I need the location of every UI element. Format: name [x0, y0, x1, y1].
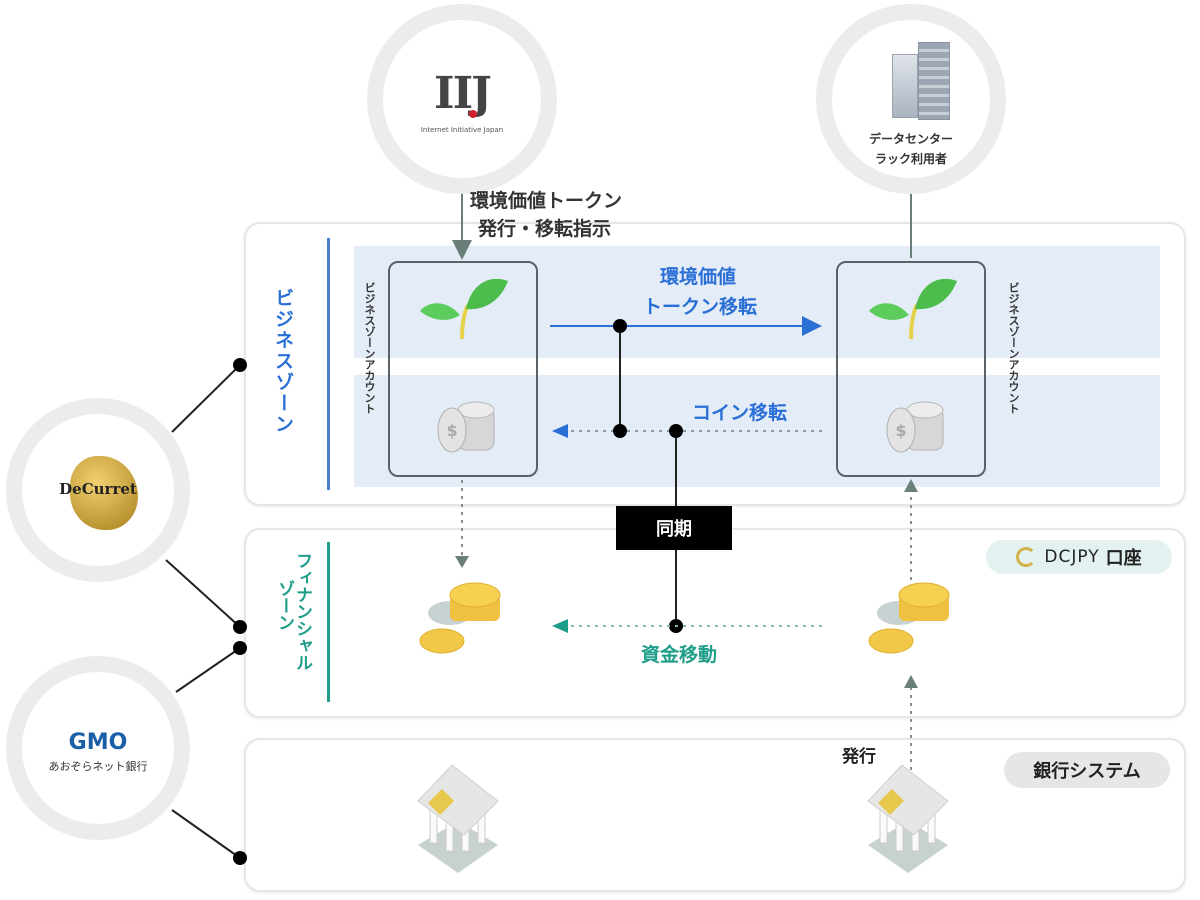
financial-zone-label-col1: フィナンシャル: [292, 552, 312, 671]
dcjpy-suffix: 口座: [1105, 548, 1142, 569]
instruction-label-line2: 発行・移転指示: [478, 218, 612, 240]
sprout-icon-left: [420, 278, 508, 340]
business-zone-divider: [327, 238, 330, 490]
bank-system-badge: 銀行システム: [1004, 752, 1170, 788]
bank-system-label: 銀行システム: [1033, 761, 1141, 782]
silver-coin-icon-right: $: [886, 401, 944, 453]
right-account-label: ビジネスゾーンアカウント: [1007, 282, 1020, 414]
iij-logo: IIJ: [434, 68, 492, 119]
gold-coin-icon-right: [868, 582, 950, 654]
datacenter-label-line1: データセンター: [868, 132, 953, 146]
silver-coin-icon-left: $: [437, 401, 495, 453]
building-icon: [892, 42, 956, 120]
decurret-financial-link: [165, 559, 241, 628]
financial-zone-label-col2: ゾーン: [274, 580, 294, 631]
token-transfer-label-line2: トークン移転: [643, 296, 758, 318]
decurret-business-link: [171, 364, 241, 433]
svg-text:$: $: [446, 421, 457, 440]
sprout-icon-right: [869, 278, 957, 340]
business-zone-label: ビジネスゾーン: [272, 288, 294, 435]
gmo-logo: GMO: [68, 730, 128, 755]
token-transfer-label-line1: 環境価値: [660, 266, 737, 288]
bank-building-icon-right: [867, 764, 949, 873]
gmo-subtitle: あおぞらネット銀行: [48, 760, 148, 773]
gmo-entity: GMO あおぞらネット銀行: [6, 656, 190, 840]
dcjpy-account-badge: DCJPY 口座: [986, 540, 1172, 574]
left-business-account: [388, 261, 538, 477]
sync-node: [613, 319, 627, 333]
iij-logo-dot: [469, 110, 477, 118]
gmo-bank-link: [171, 809, 241, 859]
left-account-label: ビジネスゾーンアカウント: [363, 282, 376, 414]
sync-label: 同期: [656, 519, 692, 540]
sync-node: [613, 424, 627, 438]
financial-zone-divider: [327, 542, 330, 702]
iij-entity: IIJ Internet Initiative Japan: [367, 4, 557, 194]
fund-transfer-label: 資金移動: [641, 644, 718, 666]
gold-coin-icon-left: [419, 582, 501, 654]
issue-label: 発行: [842, 747, 876, 767]
decurret-emblem: [70, 456, 138, 530]
decurret-logo: DeCurret: [59, 480, 137, 498]
decurret-entity: DeCurret: [6, 398, 190, 582]
datacenter-entity: データセンター ラック利用者: [816, 4, 1006, 194]
dcjpy-logo-icon: [1016, 547, 1037, 567]
datacenter-label-line2: ラック利用者: [874, 152, 947, 166]
dcjpy-brand: DCJPY: [1044, 547, 1100, 567]
svg-text:$: $: [895, 421, 906, 440]
bank-building-icon-left: [417, 764, 499, 873]
fund-transfer-arrowhead: [552, 619, 568, 633]
sync-box: 同期: [616, 506, 732, 550]
coin-transfer-arrowhead: [552, 424, 568, 438]
iij-subtitle: Internet Initiative Japan: [420, 126, 504, 134]
sync-node: [669, 424, 683, 438]
gmo-financial-link: [175, 647, 241, 693]
coin-transfer-label: コイン移転: [692, 402, 788, 424]
instruction-label-line1: 環境価値トークン: [470, 190, 623, 212]
right-business-account: [836, 261, 986, 477]
